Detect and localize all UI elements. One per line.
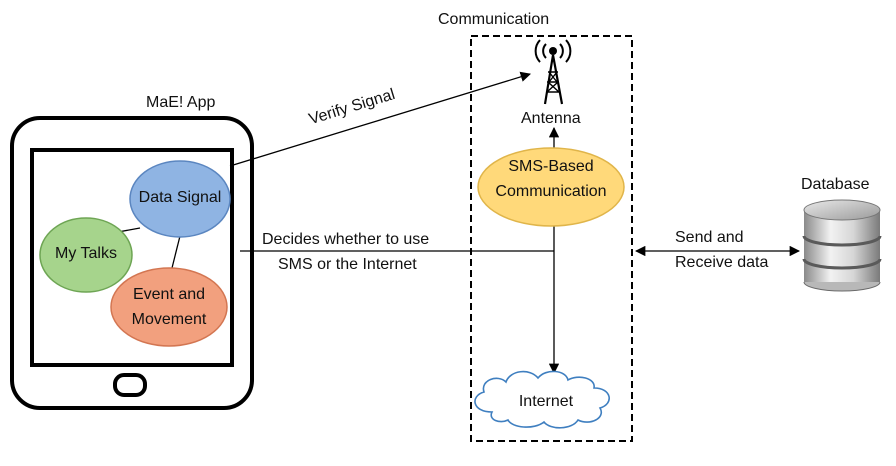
- internet-label: Internet: [518, 393, 574, 410]
- app-title: MaE! App: [146, 94, 216, 111]
- data-signal-node: [129, 160, 231, 238]
- my-talks-node: [39, 217, 133, 293]
- event-label-line2: Movement: [131, 311, 207, 328]
- database-icon: [802, 199, 882, 292]
- send-label-line2: Receive data: [675, 254, 769, 271]
- decides-label-line1: Decides whether to use: [262, 231, 430, 248]
- sms-label-line2: Communication: [495, 183, 607, 200]
- event-label-line1: Event and: [132, 286, 206, 303]
- my-talks-label: My Talks: [55, 245, 117, 262]
- sms-based-node: [477, 147, 625, 227]
- communication-box: [470, 35, 633, 442]
- decides-label-line2: SMS or the Internet: [278, 256, 417, 273]
- internet-cloud-icon: [474, 370, 610, 429]
- event-movement-node: [110, 267, 228, 347]
- send-label-line1: Send and: [675, 229, 744, 246]
- antenna-icon: [534, 39, 572, 105]
- database-title: Database: [801, 176, 870, 193]
- antenna-label: Antenna: [521, 110, 581, 127]
- verify-signal-arrow: [229, 71, 531, 167]
- data-signal-label: Data Signal: [138, 189, 222, 206]
- sms-label-line1: SMS-Based: [508, 158, 594, 175]
- communication-title: Communication: [438, 11, 550, 28]
